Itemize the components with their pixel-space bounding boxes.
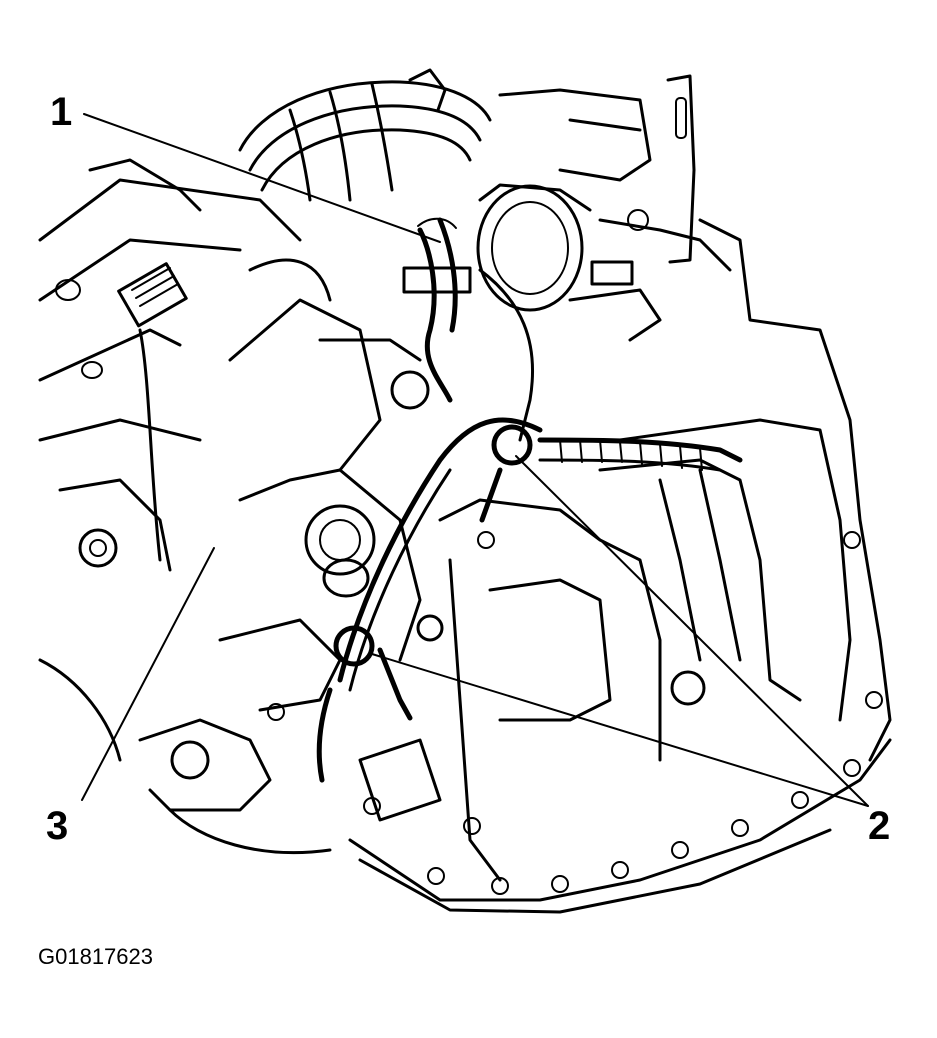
callout-3-label: 3 bbox=[46, 804, 69, 848]
wiring-harness-bundle bbox=[402, 217, 472, 403]
exhaust-manifold bbox=[38, 478, 332, 855]
main-wiring-harness bbox=[138, 258, 743, 783]
left-valve-cover bbox=[38, 158, 302, 442]
harness-clips bbox=[333, 424, 533, 721]
throttle-body bbox=[476, 183, 592, 312]
figure-id: G01817623 bbox=[38, 944, 153, 969]
leader-lines bbox=[81, 113, 869, 807]
intake-manifold bbox=[238, 68, 492, 202]
callout-2-label: 2 bbox=[868, 804, 891, 848]
transaxle-housing bbox=[348, 218, 892, 914]
upper-right-bracket bbox=[498, 74, 732, 342]
callout-1-label: 1 bbox=[50, 90, 73, 134]
engine-block-center bbox=[218, 298, 430, 721]
